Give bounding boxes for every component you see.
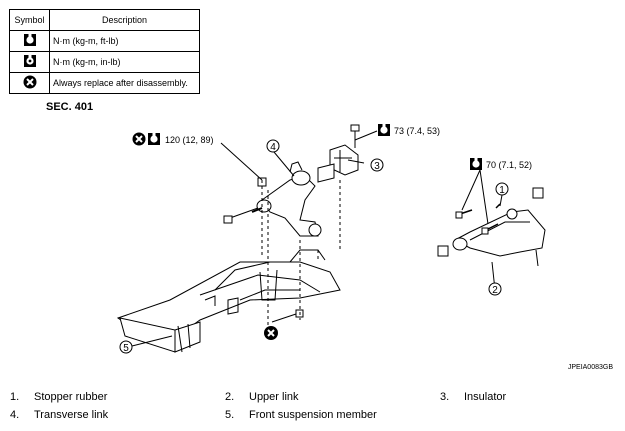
part-name: Upper link (249, 391, 299, 403)
legend-description: Always replace after disassembly. (49, 72, 200, 94)
replace-x-icon (132, 132, 146, 146)
callout-circle: 4 (266, 139, 280, 153)
part-number: 5. (225, 409, 235, 421)
callout-label: 2 (492, 285, 498, 296)
replace-x-icon (23, 75, 36, 89)
parts-list-item: 3. Insulator (440, 391, 506, 403)
legend-row: N·m (kg-m, ft-lb) (9, 30, 200, 52)
torque-label-120: 120 (12, 89) (132, 132, 214, 146)
legend-row: Always replace after disassembly. (9, 72, 200, 94)
legend-header-row: Symbol Description (9, 9, 200, 31)
callout-label: 3 (374, 161, 380, 172)
parts-list-item: 2. Upper link (225, 391, 299, 403)
callout-label: 5 (123, 343, 129, 354)
part-number: 2. (225, 391, 235, 403)
callout-circle: 1 (495, 182, 509, 196)
part-name: Front suspension member (249, 409, 377, 421)
torque-value: 70 (7.1, 52) (486, 160, 532, 170)
part-name: Insulator (464, 391, 507, 403)
parts-list-item: 1. Stopper rubber (10, 391, 107, 403)
torque-wrench-icon (378, 123, 390, 136)
callout-circle: 2 (488, 282, 502, 296)
bolt-drawing (223, 207, 263, 224)
section-label: SEC. 401 (46, 101, 94, 113)
torque-label-70: 70 (7.1, 52) (470, 157, 532, 170)
torque-wrench-icon (23, 33, 36, 46)
upper-link-drawing (437, 187, 546, 267)
replace-x-icon (264, 326, 278, 340)
parts-list-item: 5. Front suspension member (225, 409, 377, 421)
insulator-drawing (317, 144, 359, 183)
callout-label: 1 (499, 185, 505, 196)
part-number: 3. (440, 391, 450, 403)
callout-circle: 5 (119, 340, 133, 354)
torque-value: 120 (12, 89) (165, 135, 214, 145)
torque-wrench-icon (148, 132, 160, 145)
torque-value: 73 (7.4, 53) (394, 126, 440, 136)
torque-wrench-icon (470, 157, 482, 170)
part-name: Stopper rubber (34, 391, 108, 403)
symbol-legend-table: Symbol Description N·m (kg-m, ft-lb) N·m… (9, 9, 200, 94)
parts-list-item: 4. Transverse link (10, 409, 108, 421)
front-suspension-member-drawing (116, 249, 341, 353)
torque-wrench-small-icon (23, 54, 36, 67)
torque-label-73: 73 (7.4, 53) (378, 123, 440, 136)
callout-circle: 3 (370, 158, 384, 172)
part-number: 4. (10, 409, 20, 421)
transverse-link-drawing (256, 161, 322, 237)
part-number: 1. (10, 391, 20, 403)
figure-code: JPEIA0083GB (567, 364, 613, 371)
part-name: Transverse link (34, 409, 109, 421)
callout-label: 4 (270, 142, 276, 153)
